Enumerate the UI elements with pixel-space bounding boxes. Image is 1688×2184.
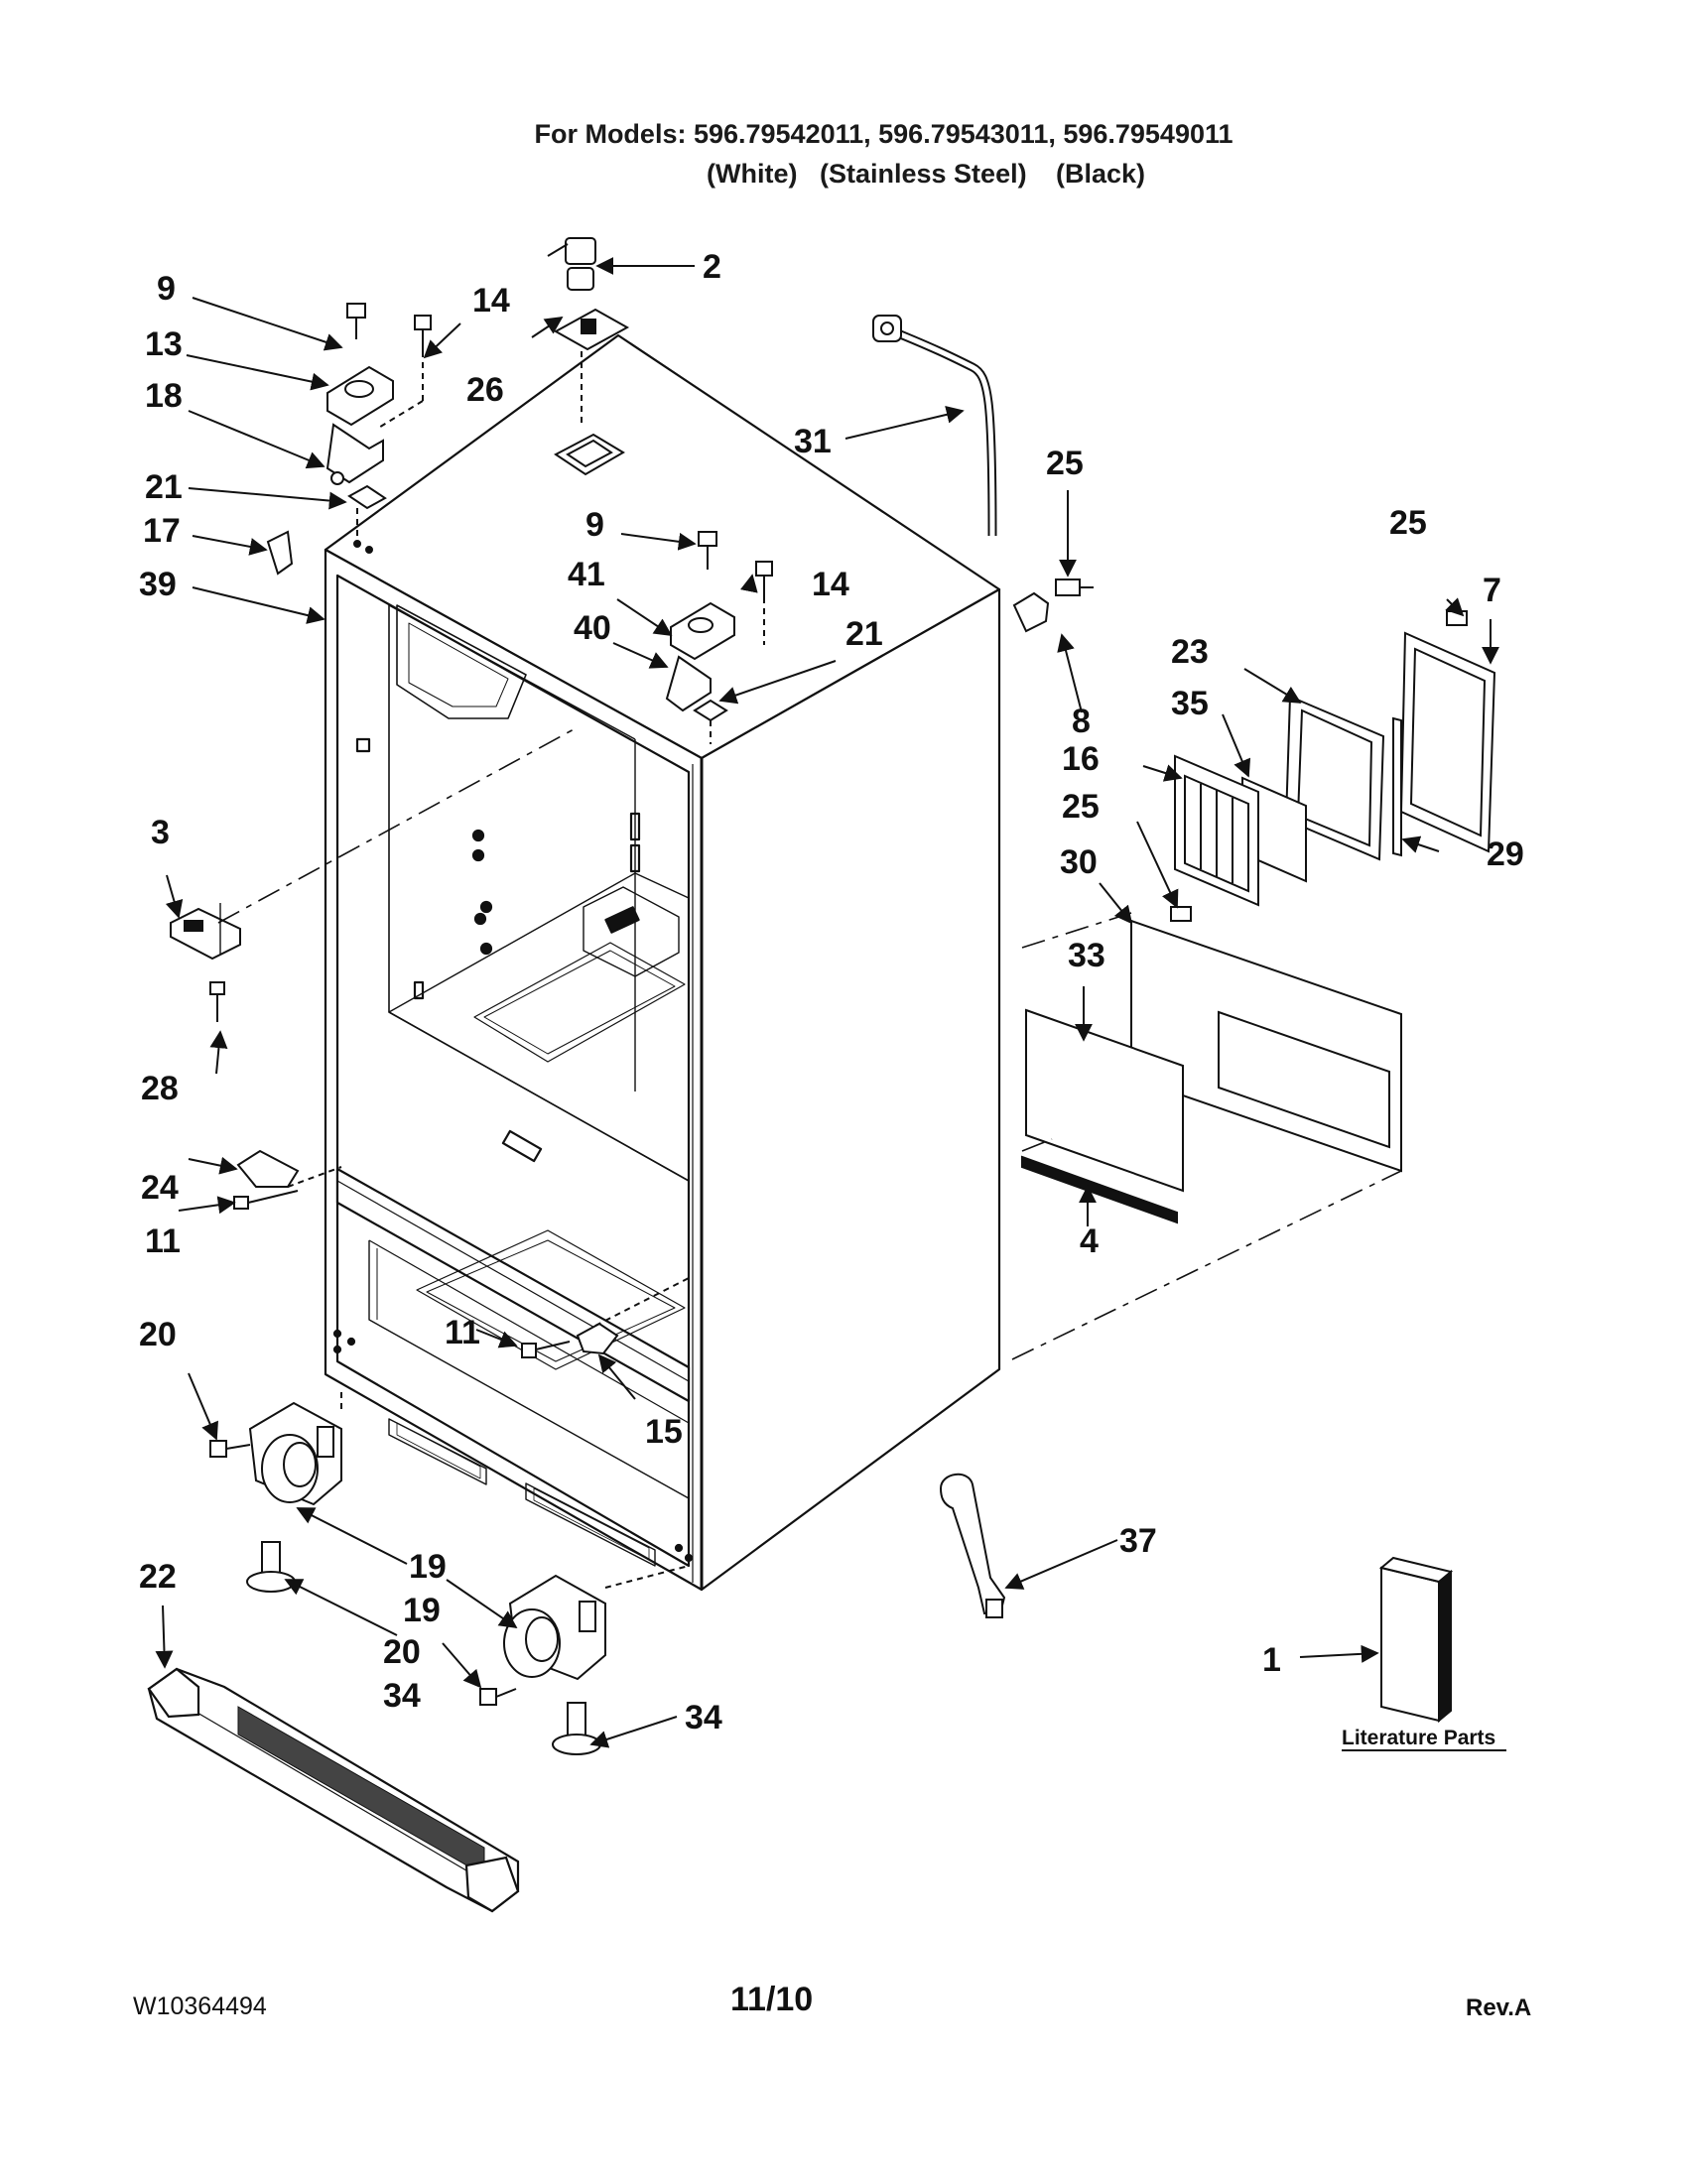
callout-11-left: 11 xyxy=(145,1222,181,1260)
wrench-tool xyxy=(939,1474,1006,1618)
variant-stainless-steel: (Stainless Steel) xyxy=(820,159,1027,189)
literature-booklet xyxy=(1378,1556,1454,1724)
callout-3: 3 xyxy=(151,814,170,851)
callout-19-left: 19 xyxy=(409,1548,447,1586)
callout-22: 22 xyxy=(139,1558,177,1596)
top-hinge-right xyxy=(665,531,773,744)
rear-parts xyxy=(1011,578,1496,1360)
callout-15: 15 xyxy=(645,1413,683,1451)
callout-28: 28 xyxy=(141,1070,179,1107)
callout-29: 29 xyxy=(1487,835,1524,873)
cabinet-body xyxy=(324,333,1001,1592)
callout-11-inner: 11 xyxy=(445,1314,480,1351)
callout-13: 13 xyxy=(145,325,183,363)
callout-26: 26 xyxy=(466,371,504,409)
callout-25-right: 25 xyxy=(1389,504,1427,542)
base-grille xyxy=(147,1667,520,1913)
callout-7: 7 xyxy=(1483,572,1501,609)
literature-parts-label: Literature Parts xyxy=(1342,1727,1495,1749)
callout-21-left: 21 xyxy=(145,468,183,506)
front-caster-right xyxy=(479,1565,690,1755)
callout-40: 40 xyxy=(574,609,611,647)
callout-9-right: 9 xyxy=(585,506,604,544)
callout-25-top: 25 xyxy=(1046,445,1084,482)
callout-33: 33 xyxy=(1068,937,1105,974)
callout-39: 39 xyxy=(139,566,177,603)
variant-black: (Black) xyxy=(1056,159,1146,189)
revision-label: Rev.A xyxy=(1466,1994,1532,2021)
callout-25-mid: 25 xyxy=(1062,788,1100,826)
callout-9-left: 9 xyxy=(157,270,176,308)
callout-20-right: 20 xyxy=(383,1633,421,1671)
models-header: For Models: 596.79542011, 596.79543011, … xyxy=(534,119,1234,149)
callout-4: 4 xyxy=(1080,1222,1099,1260)
callout-18: 18 xyxy=(145,377,183,415)
callout-24: 24 xyxy=(141,1169,179,1207)
callout-21-right: 21 xyxy=(845,615,883,653)
callout-34-right: 34 xyxy=(685,1699,722,1736)
callout-20-left: 20 xyxy=(139,1316,177,1353)
callout-1: 1 xyxy=(1262,1641,1281,1679)
callout-17: 17 xyxy=(143,512,181,550)
callout-34-left: 34 xyxy=(383,1677,421,1715)
left-side-parts xyxy=(170,727,690,1358)
callout-37: 37 xyxy=(1119,1522,1157,1560)
callout-31: 31 xyxy=(794,423,832,460)
water-valve-top xyxy=(547,237,630,476)
door-stop-part xyxy=(266,530,294,576)
callout-16: 16 xyxy=(1062,740,1100,778)
variant-white: (White) xyxy=(707,159,798,189)
callout-8: 8 xyxy=(1072,703,1091,740)
top-hinge-left xyxy=(325,303,432,554)
callout-19-right: 19 xyxy=(403,1592,441,1629)
callout-2: 2 xyxy=(703,248,721,286)
document-number: W10364494 xyxy=(133,1992,267,2020)
callout-14-left: 14 xyxy=(472,282,510,320)
water-tube xyxy=(872,315,997,537)
leader-arrows xyxy=(155,257,1499,1748)
front-caster-left xyxy=(209,1389,342,1593)
callout-14-right: 14 xyxy=(812,566,849,603)
callout-labels: 2 9 14 13 26 18 31 25 21 25 17 9 39 41 1… xyxy=(139,248,1524,1736)
callout-30: 30 xyxy=(1060,843,1098,881)
callout-23: 23 xyxy=(1171,633,1209,671)
callout-41: 41 xyxy=(568,556,605,593)
revision-date: 11/10 xyxy=(730,1981,814,2018)
callout-35: 35 xyxy=(1171,685,1209,722)
